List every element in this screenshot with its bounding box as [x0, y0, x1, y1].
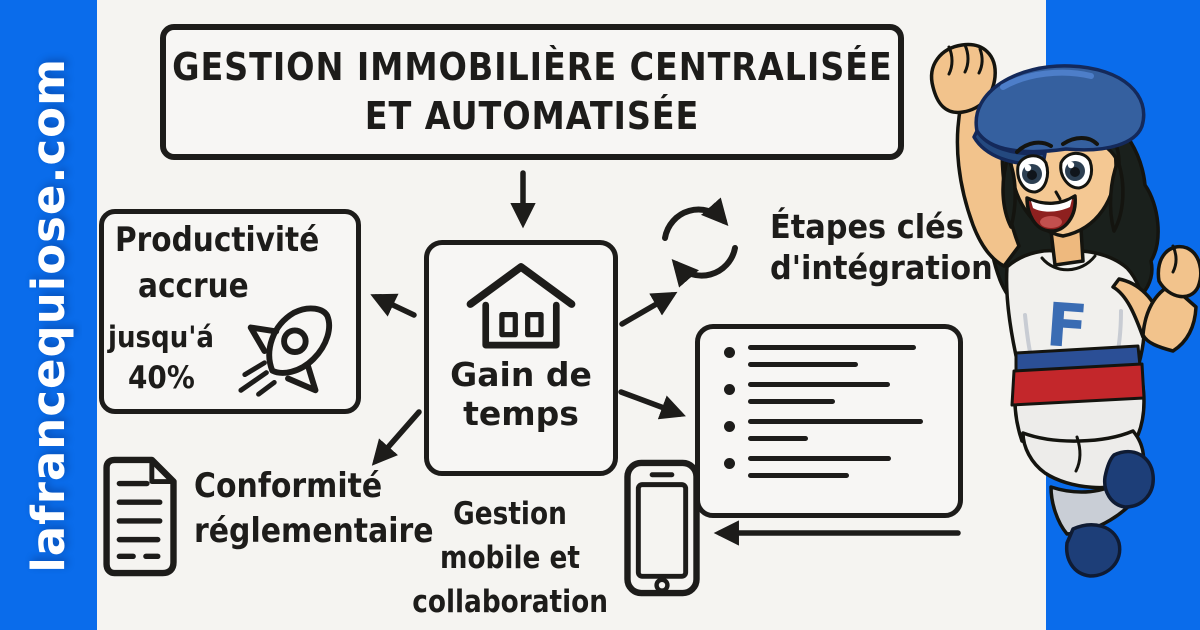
arrow-center-to-compliance — [371, 409, 422, 466]
raised-fist — [929, 42, 997, 115]
checklist-row — [724, 456, 958, 478]
title-line-1: GESTION IMMOBILIÈRE CENTRALISÉE — [171, 44, 893, 89]
bullet-line — [748, 362, 858, 367]
checklist-row — [724, 345, 958, 367]
house-icon — [466, 263, 576, 349]
mobile-line-1: Gestion — [453, 496, 567, 532]
document-icon — [103, 456, 177, 577]
integration-line-2: d'intégration — [770, 248, 993, 287]
arrow-center-to-productivity — [370, 293, 417, 318]
sync-icon — [662, 197, 738, 288]
bullet-line — [748, 436, 808, 441]
bullet-line — [748, 419, 923, 424]
checklist-box — [695, 324, 963, 518]
arrow-center-to-checklist — [618, 389, 686, 420]
productivity-line-3: jusqu'á — [108, 320, 214, 354]
bullet-line — [748, 382, 890, 387]
boot-upper — [1102, 449, 1155, 509]
smartphone-icon — [624, 459, 700, 597]
bullet-dot — [724, 384, 735, 395]
checklist-row — [724, 419, 958, 441]
checklist-rows — [724, 345, 958, 478]
arrow-center-to-integration — [619, 291, 678, 327]
left-brand-strip: lafrancequiose.com — [0, 0, 97, 630]
shirt-letter: F — [1044, 290, 1090, 363]
title-box: GESTION IMMOBILIÈRE CENTRALISÉE ET AUTOM… — [160, 24, 904, 160]
bullet-line — [748, 345, 916, 350]
bullet-dot — [724, 347, 735, 358]
integration-line-1: Étapes clés — [770, 207, 964, 246]
bullet-dot — [724, 421, 735, 432]
productivity-line-2: accrue — [138, 266, 249, 306]
right-fist — [1156, 244, 1200, 299]
center-node-box: Gain de temps — [424, 240, 618, 476]
checklist-row — [724, 382, 958, 404]
bullet-line — [748, 456, 891, 461]
mobile-line-2: mobile et — [439, 540, 580, 576]
eyes — [1016, 151, 1094, 194]
compliance-line-2: réglementaire — [194, 511, 434, 551]
mascot-superheroine: F — [929, 42, 1200, 578]
mouth — [1025, 194, 1077, 233]
compliance-line-1: Conformité — [194, 466, 383, 506]
bullet-line — [748, 399, 835, 404]
center-label-line-2: temps — [463, 394, 579, 433]
boot-lower — [1064, 523, 1122, 578]
center-label-line-1: Gain de — [450, 355, 592, 394]
rocket-icon — [238, 305, 333, 397]
bullet-dot — [724, 458, 735, 469]
beret — [974, 64, 1146, 154]
bullet-line — [748, 473, 849, 478]
productivity-line-4: 40% — [128, 360, 195, 396]
belt-red-stripe — [1010, 362, 1146, 407]
productivity-line-1: Productivité — [115, 220, 320, 260]
mobile-line-3: collaboration — [412, 584, 609, 620]
title-line-2: ET AUTOMATISÉE — [364, 94, 700, 138]
